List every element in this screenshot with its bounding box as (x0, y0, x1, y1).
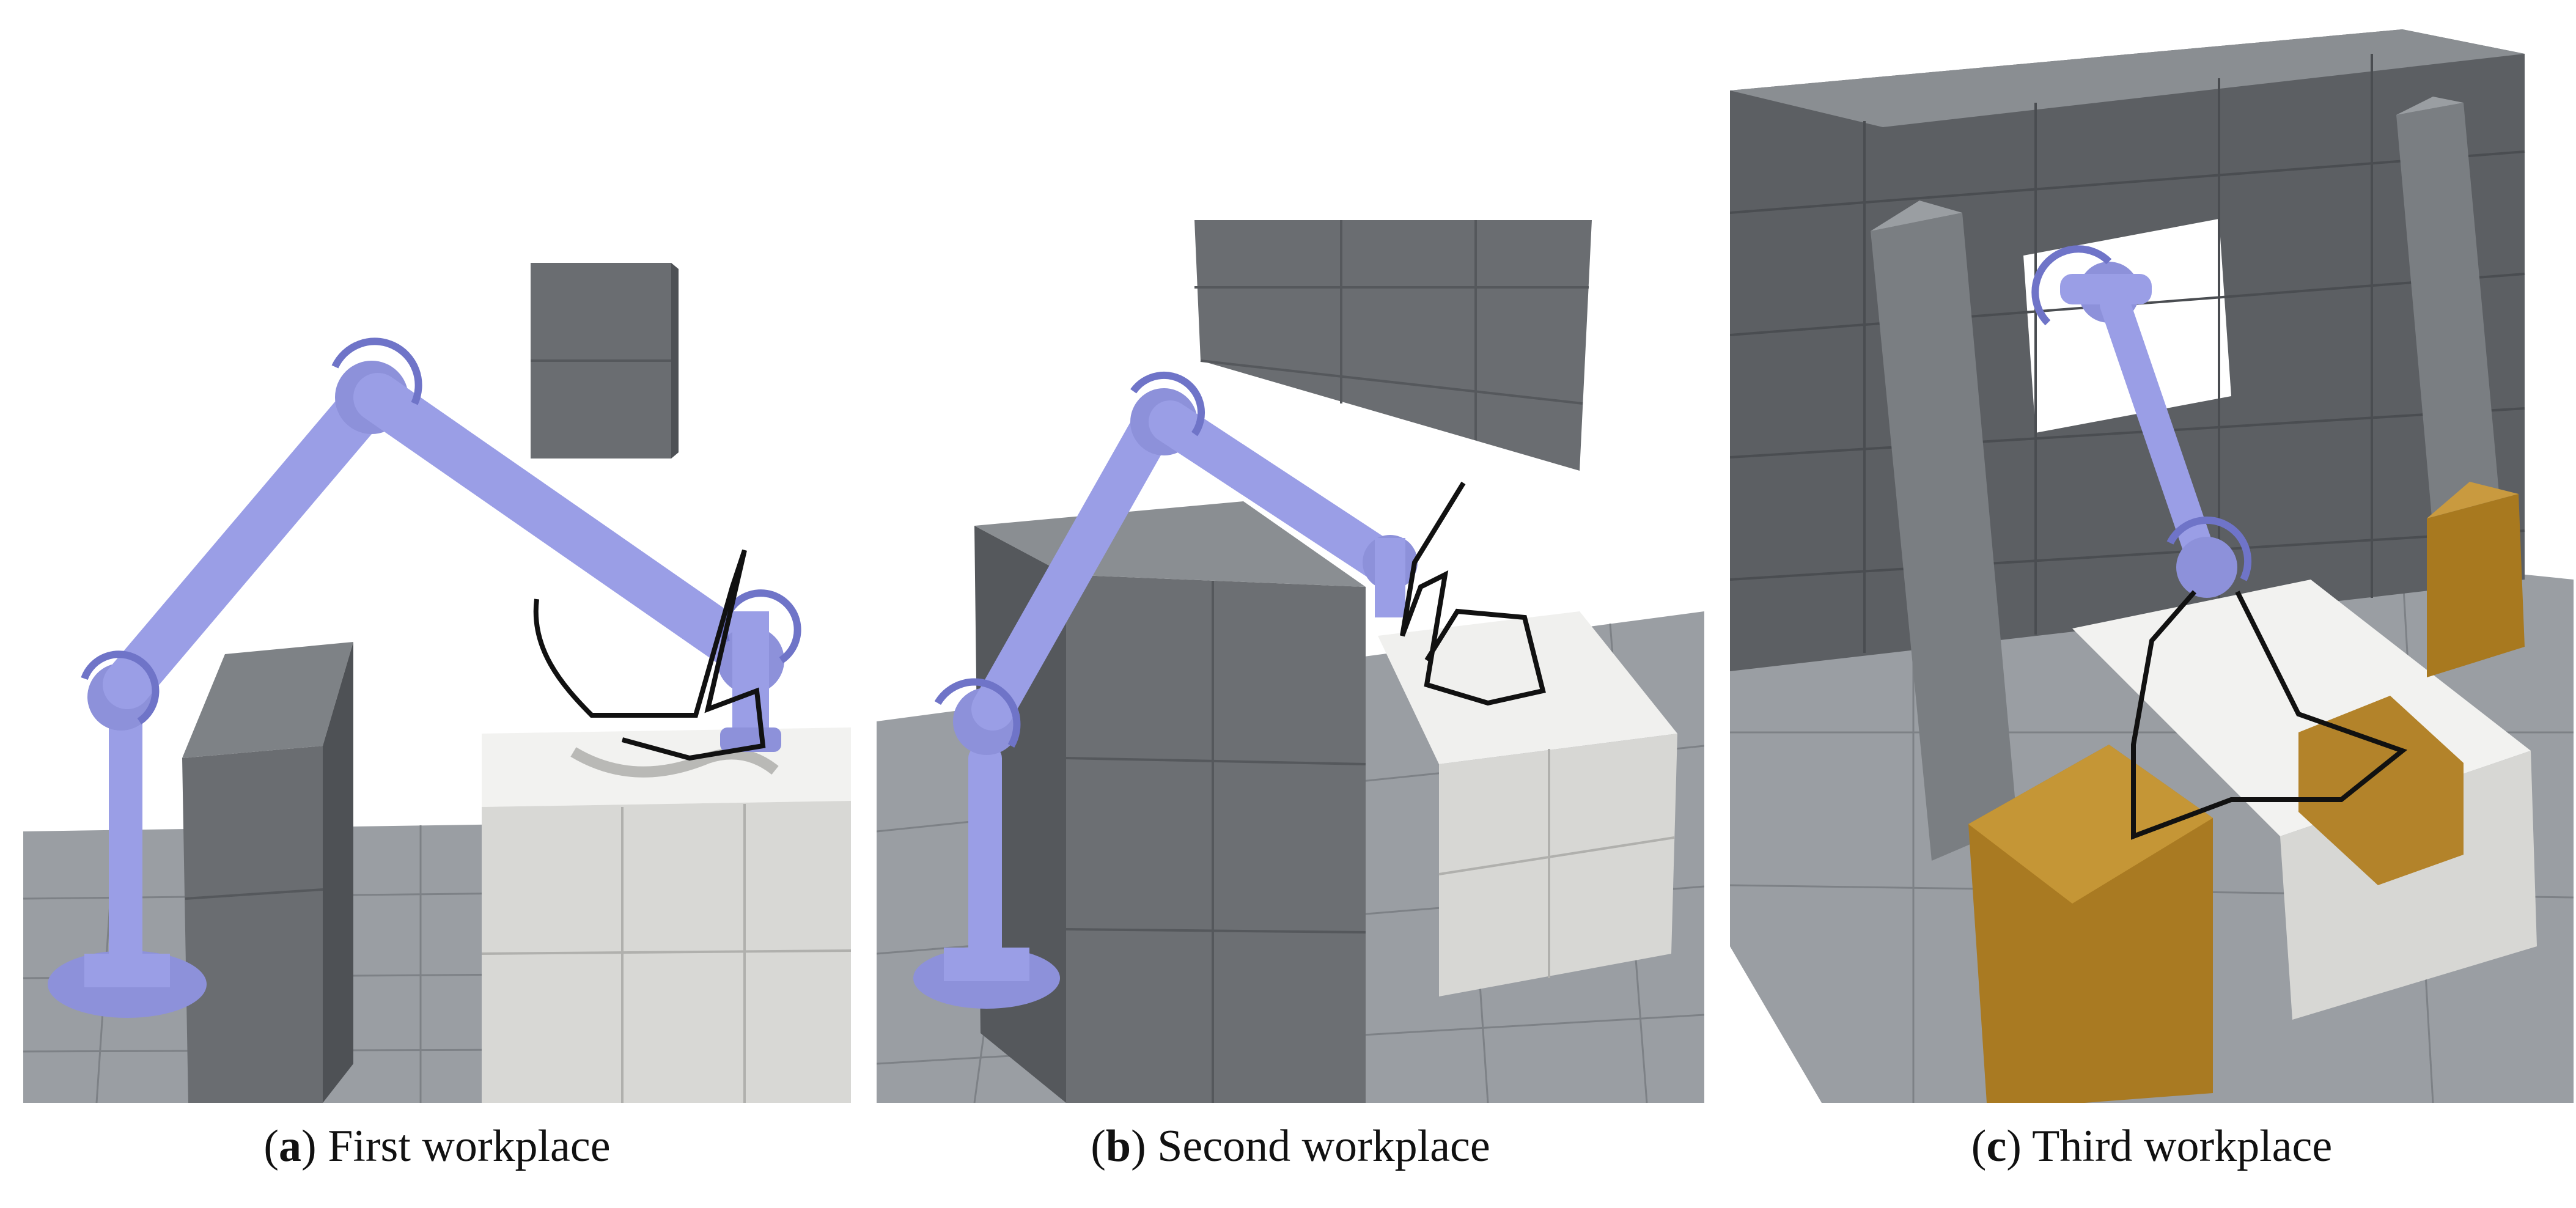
robot-arm (48, 337, 801, 1018)
white-table-front (1439, 734, 1677, 996)
pillar-left (1871, 213, 2017, 861)
caption-letter: b (1105, 1121, 1132, 1171)
caption-letter: a (279, 1121, 302, 1171)
obstacle-block-side (323, 642, 353, 1103)
caption-text: Third workplace (2032, 1121, 2333, 1171)
panel-second-workplace: (b) Second workplace (877, 0, 1704, 1208)
trajectory-path (533, 549, 766, 761)
panel-third-workplace: (c) Third workplace (1730, 0, 2574, 1208)
obstacle-block-top (182, 642, 353, 758)
panel-first-workplace: (a) First workplace (23, 0, 851, 1208)
overhead-block (1194, 220, 1592, 471)
orange-box-back (2427, 494, 2525, 677)
caption-text: First workplace (328, 1121, 611, 1171)
scene-third-workplace (1730, 29, 2574, 1103)
caption-third-workplace: (c) Third workplace (1971, 1121, 2333, 1171)
caption-first-workplace: (a) First workplace (263, 1121, 611, 1171)
obstacle-block-front (1066, 575, 1366, 1103)
orange-box-middle (2298, 696, 2464, 885)
caption-text: Second workplace (1157, 1121, 1490, 1171)
trajectory-path (1400, 481, 1546, 706)
robot-arm (913, 371, 1418, 1009)
scene-second-workplace (877, 220, 1704, 1103)
caption-second-workplace: (b) Second workplace (1091, 1121, 1490, 1171)
robot-arm (2031, 245, 2252, 598)
white-table-top (1378, 611, 1677, 764)
pillar-right (2396, 103, 2500, 531)
obstacle-block-front (182, 746, 323, 1103)
scene-first-workplace (23, 220, 851, 1103)
trajectory-path (2131, 590, 2408, 840)
caption-letter: c (1986, 1121, 2007, 1171)
